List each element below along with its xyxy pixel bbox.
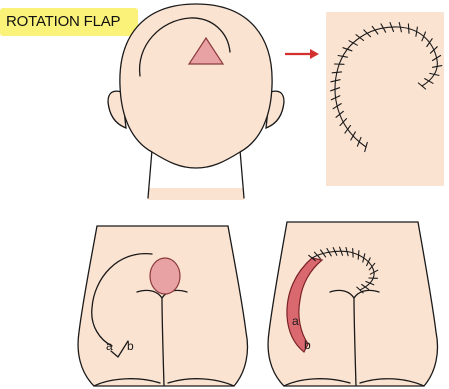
neck-fill bbox=[148, 188, 244, 200]
sacral-defect bbox=[150, 258, 180, 294]
head-back-view bbox=[108, 4, 284, 200]
arrow-head bbox=[310, 49, 319, 59]
label-b-left: b bbox=[127, 339, 134, 353]
sacral-flap-closed: a b bbox=[268, 222, 437, 386]
label-a-right: a bbox=[292, 314, 299, 328]
label-b-right: b bbox=[304, 338, 311, 352]
stitch-mark bbox=[408, 24, 409, 33]
label-a-left: a bbox=[106, 339, 113, 353]
head-outline bbox=[120, 4, 272, 168]
stitch-mark bbox=[358, 251, 359, 260]
closed-scalp-panel bbox=[326, 12, 444, 186]
sacral-flap-design: a b bbox=[78, 226, 247, 386]
result-arrow bbox=[285, 49, 319, 59]
